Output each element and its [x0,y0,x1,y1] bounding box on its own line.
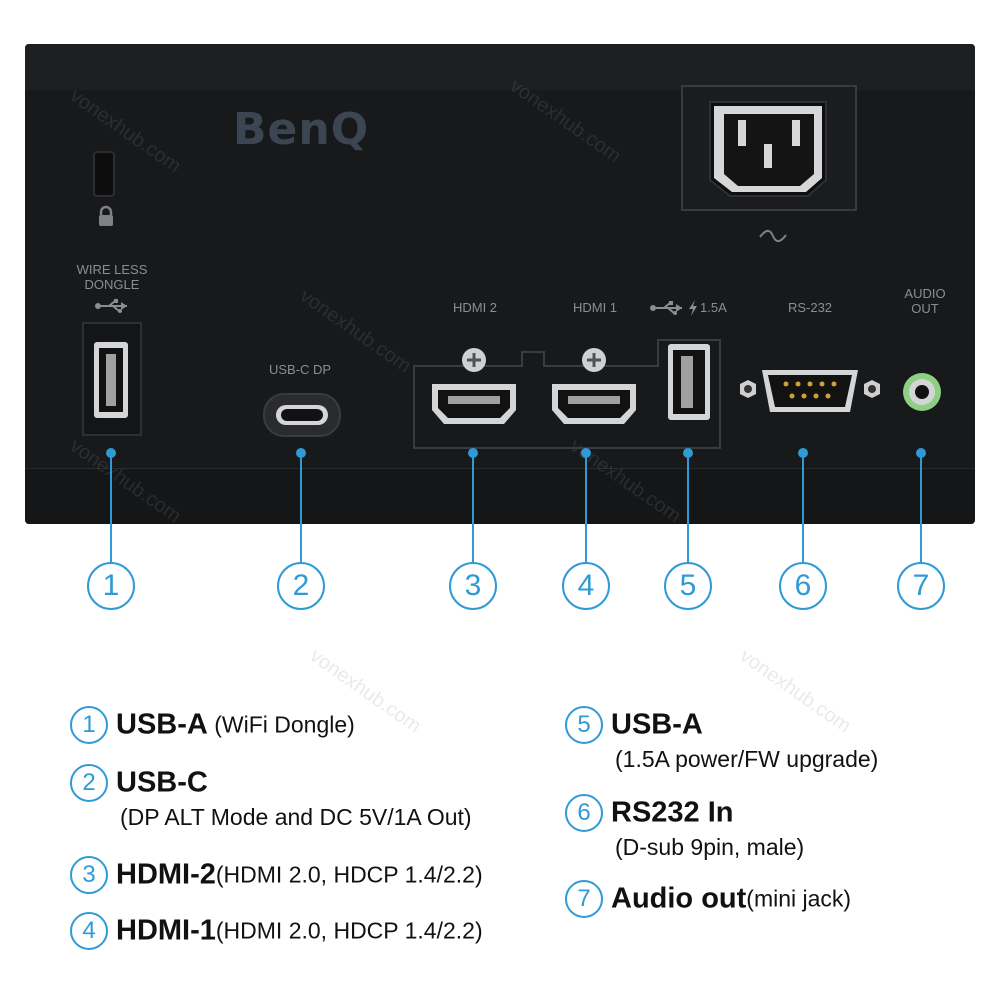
callout-line [802,456,804,562]
callout-5: 5 [664,562,712,610]
legend-subtext: (D-sub 9pin, male) [615,834,805,860]
callout-dot [468,448,478,458]
callout-dot [798,448,808,458]
legend-title: RS232 In [611,796,734,829]
audio-out-port [903,373,941,411]
callout-3: 3 [449,562,497,610]
legend-number: 7 [565,880,603,918]
legend-number: 2 [70,764,108,802]
label-hdmi2: HDMI 2 [452,300,498,315]
callout-line [300,456,302,562]
ac-wave-icon [759,229,787,243]
callout-dot [581,448,591,458]
legend-title: USB-A [116,708,208,741]
usb-a-port-wireless [82,322,142,436]
callout-line [585,456,587,562]
legend-subtext: (1.5A power/FW upgrade) [615,746,879,772]
label-hdmi1: HDMI 1 [572,300,618,315]
callout-1: 1 [87,562,135,610]
label-rs232: RS-232 [787,300,833,315]
callout-dot [296,448,306,458]
legend-title: USB-C [116,766,208,799]
callout-4: 4 [562,562,610,610]
legend-detail: (HDMI 2.0, HDCP 1.4/2.2) [215,917,483,944]
usb-c-port [263,393,341,437]
callout-7: 7 [897,562,945,610]
usb-icon [650,301,682,315]
brand-logo: BenQ [233,104,370,155]
legend-number: 6 [565,794,603,832]
callout-line [110,456,112,562]
callout-2: 2 [277,562,325,610]
hdmi2-port [432,384,516,424]
legend-detail: (WiFi Dongle) [207,711,355,738]
ac-power-inlet [681,85,857,211]
legend-number: 5 [565,706,603,744]
legend-subtext: (DP ALT Mode and DC 5V/1A Out) [120,804,472,830]
callout-line [687,456,689,562]
label-wireless-dongle: WIRE LESS DONGLE [76,262,148,292]
callout-dot [106,448,116,458]
callout-6: 6 [779,562,827,610]
callout-dot [916,448,926,458]
lock-icon [99,205,113,226]
panel-lower-edge [25,468,975,524]
hdmi1-port [552,384,636,424]
label-usb-power: 1.5A [700,300,727,315]
screw-icon [582,348,606,372]
rs232-port [740,370,880,412]
legend-number: 1 [70,706,108,744]
legend-detail: (mini jack) [746,885,852,912]
callout-dot [683,448,693,458]
kensington-slot-icon [93,151,115,197]
screw-icon [462,348,486,372]
usb-a-port-power [668,344,710,420]
legend-title: HDMI-1 [116,914,216,947]
label-usbc-dp: USB-C DP [268,362,332,377]
legend-number: 3 [70,856,108,894]
legend-title: HDMI-2 [116,858,216,891]
hdmi-plate [413,339,721,449]
usb-icon [95,299,127,313]
label-audio-out: AUDIO OUT [904,286,946,316]
legend-title: Audio out [611,882,747,915]
callout-line [920,456,922,562]
legend-title: USB-A [611,708,703,741]
legend-detail: (HDMI 2.0, HDCP 1.4/2.2) [215,861,483,888]
legend-number: 4 [70,912,108,950]
bolt-icon [689,300,697,316]
callout-line [472,456,474,562]
panel-top-bevel [25,44,975,90]
